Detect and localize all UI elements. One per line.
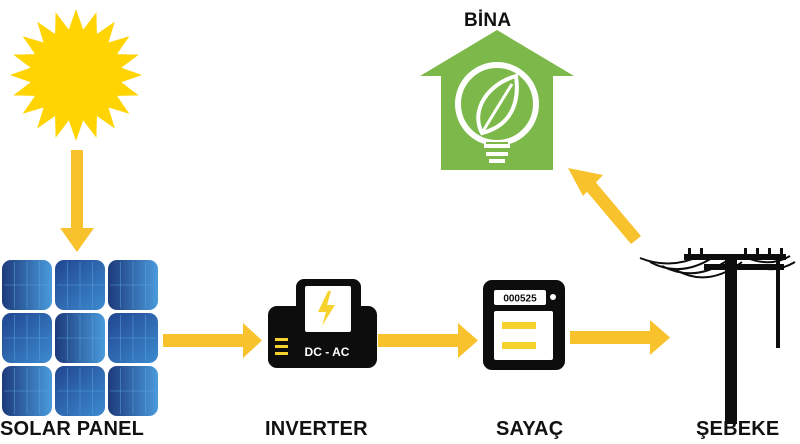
house-icon [420, 30, 574, 170]
arrow-inverter-to-meter [378, 323, 478, 358]
leaf-icon [476, 73, 519, 136]
utility-pole-icon [639, 248, 796, 424]
inverter-label: INVERTER [265, 418, 368, 440]
arrow-grid-to-building [568, 168, 641, 244]
meter-icon: 000525 [483, 280, 565, 370]
arrow-meter-to-grid [570, 320, 670, 355]
arrow-sun-to-panel [60, 150, 94, 252]
lightning-icon [318, 291, 335, 326]
arrow-panel-to-inverter [163, 323, 262, 358]
building-label: BİNA [464, 10, 512, 31]
inverter-icon: DC - AC [268, 279, 377, 368]
sun-icon [10, 9, 142, 141]
meter-label: SAYAÇ [496, 418, 564, 440]
solar-panel-label: SOLAR PANEL [0, 418, 145, 440]
light-bulb-icon [455, 62, 539, 163]
solar-panel-icon [0, 258, 158, 416]
grid-label: ŞEBEKE [696, 418, 780, 440]
inverter-dc-ac-text: DC - AC [305, 345, 350, 359]
meter-reading-text: 000525 [503, 294, 537, 305]
